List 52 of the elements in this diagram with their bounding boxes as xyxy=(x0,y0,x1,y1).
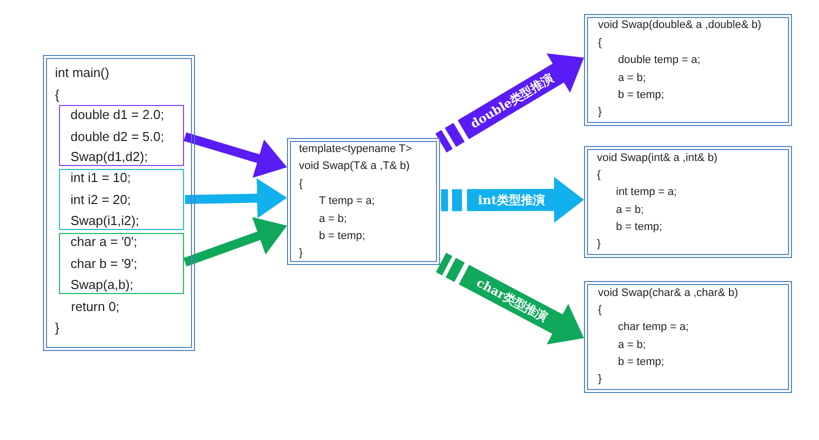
code-line: { xyxy=(597,168,601,183)
code-line: { xyxy=(598,36,602,51)
code-line: double d1 = 2.0; xyxy=(70,106,164,122)
edge-label: int类型推演 xyxy=(478,192,545,208)
code-line: T temp = a; xyxy=(319,194,375,209)
arrow xyxy=(440,176,584,223)
code-line: int i1 = 10; xyxy=(70,170,131,186)
code-box xyxy=(584,14,792,126)
code-line: double temp = a; xyxy=(618,53,700,68)
code-box xyxy=(43,55,195,351)
code-line: a = b; xyxy=(618,71,646,86)
arrow xyxy=(183,216,289,267)
code-line: return 0; xyxy=(71,299,120,315)
code-line: { xyxy=(55,87,60,103)
code-line: Swap(a,b); xyxy=(70,276,134,292)
code-box xyxy=(287,138,440,265)
code-group-box xyxy=(59,169,184,230)
code-line: char a = '0'; xyxy=(70,234,138,250)
code-box xyxy=(584,281,792,393)
code-line: } xyxy=(597,237,601,252)
code-line: } xyxy=(598,372,602,387)
code-group-box xyxy=(59,105,184,166)
code-line: double d2 = 5.0; xyxy=(70,128,164,144)
code-line: a = b; xyxy=(618,338,646,353)
code-line: void Swap(char& a ,char& b) xyxy=(598,286,738,301)
code-line: int main() xyxy=(55,65,110,81)
code-line: a = b; xyxy=(616,203,644,218)
code-line: char b = '9'; xyxy=(70,256,138,272)
code-line: b = temp; xyxy=(618,88,664,103)
code-line: template<typename T> xyxy=(299,142,412,157)
arrow xyxy=(184,132,288,178)
code-line: } xyxy=(55,320,60,336)
code-line: b = temp; xyxy=(616,220,662,235)
code-line: int temp = a; xyxy=(616,185,677,200)
arrow xyxy=(184,178,288,218)
code-line: } xyxy=(299,246,303,261)
code-line: { xyxy=(299,177,303,192)
code-line: b = temp; xyxy=(618,355,664,370)
code-line: void Swap(int& a ,int& b) xyxy=(597,151,718,166)
code-line: Swap(d1,d2); xyxy=(70,148,148,164)
code-line: char temp = a; xyxy=(618,320,689,335)
edge-label: char类型推演 xyxy=(474,275,550,324)
code-group-box xyxy=(59,233,184,294)
code-box xyxy=(584,146,792,258)
code-line: void Swap(T& a ,T& b) xyxy=(299,159,410,174)
code-line: Swap(i1,i2); xyxy=(70,212,140,228)
code-line: } xyxy=(598,105,602,120)
code-line: int i2 = 20; xyxy=(70,192,131,208)
code-line: void Swap(double& a ,double& b) xyxy=(598,18,762,33)
code-line: { xyxy=(598,303,602,318)
code-line: b = temp; xyxy=(319,229,366,244)
code-line: a = b; xyxy=(319,212,347,227)
